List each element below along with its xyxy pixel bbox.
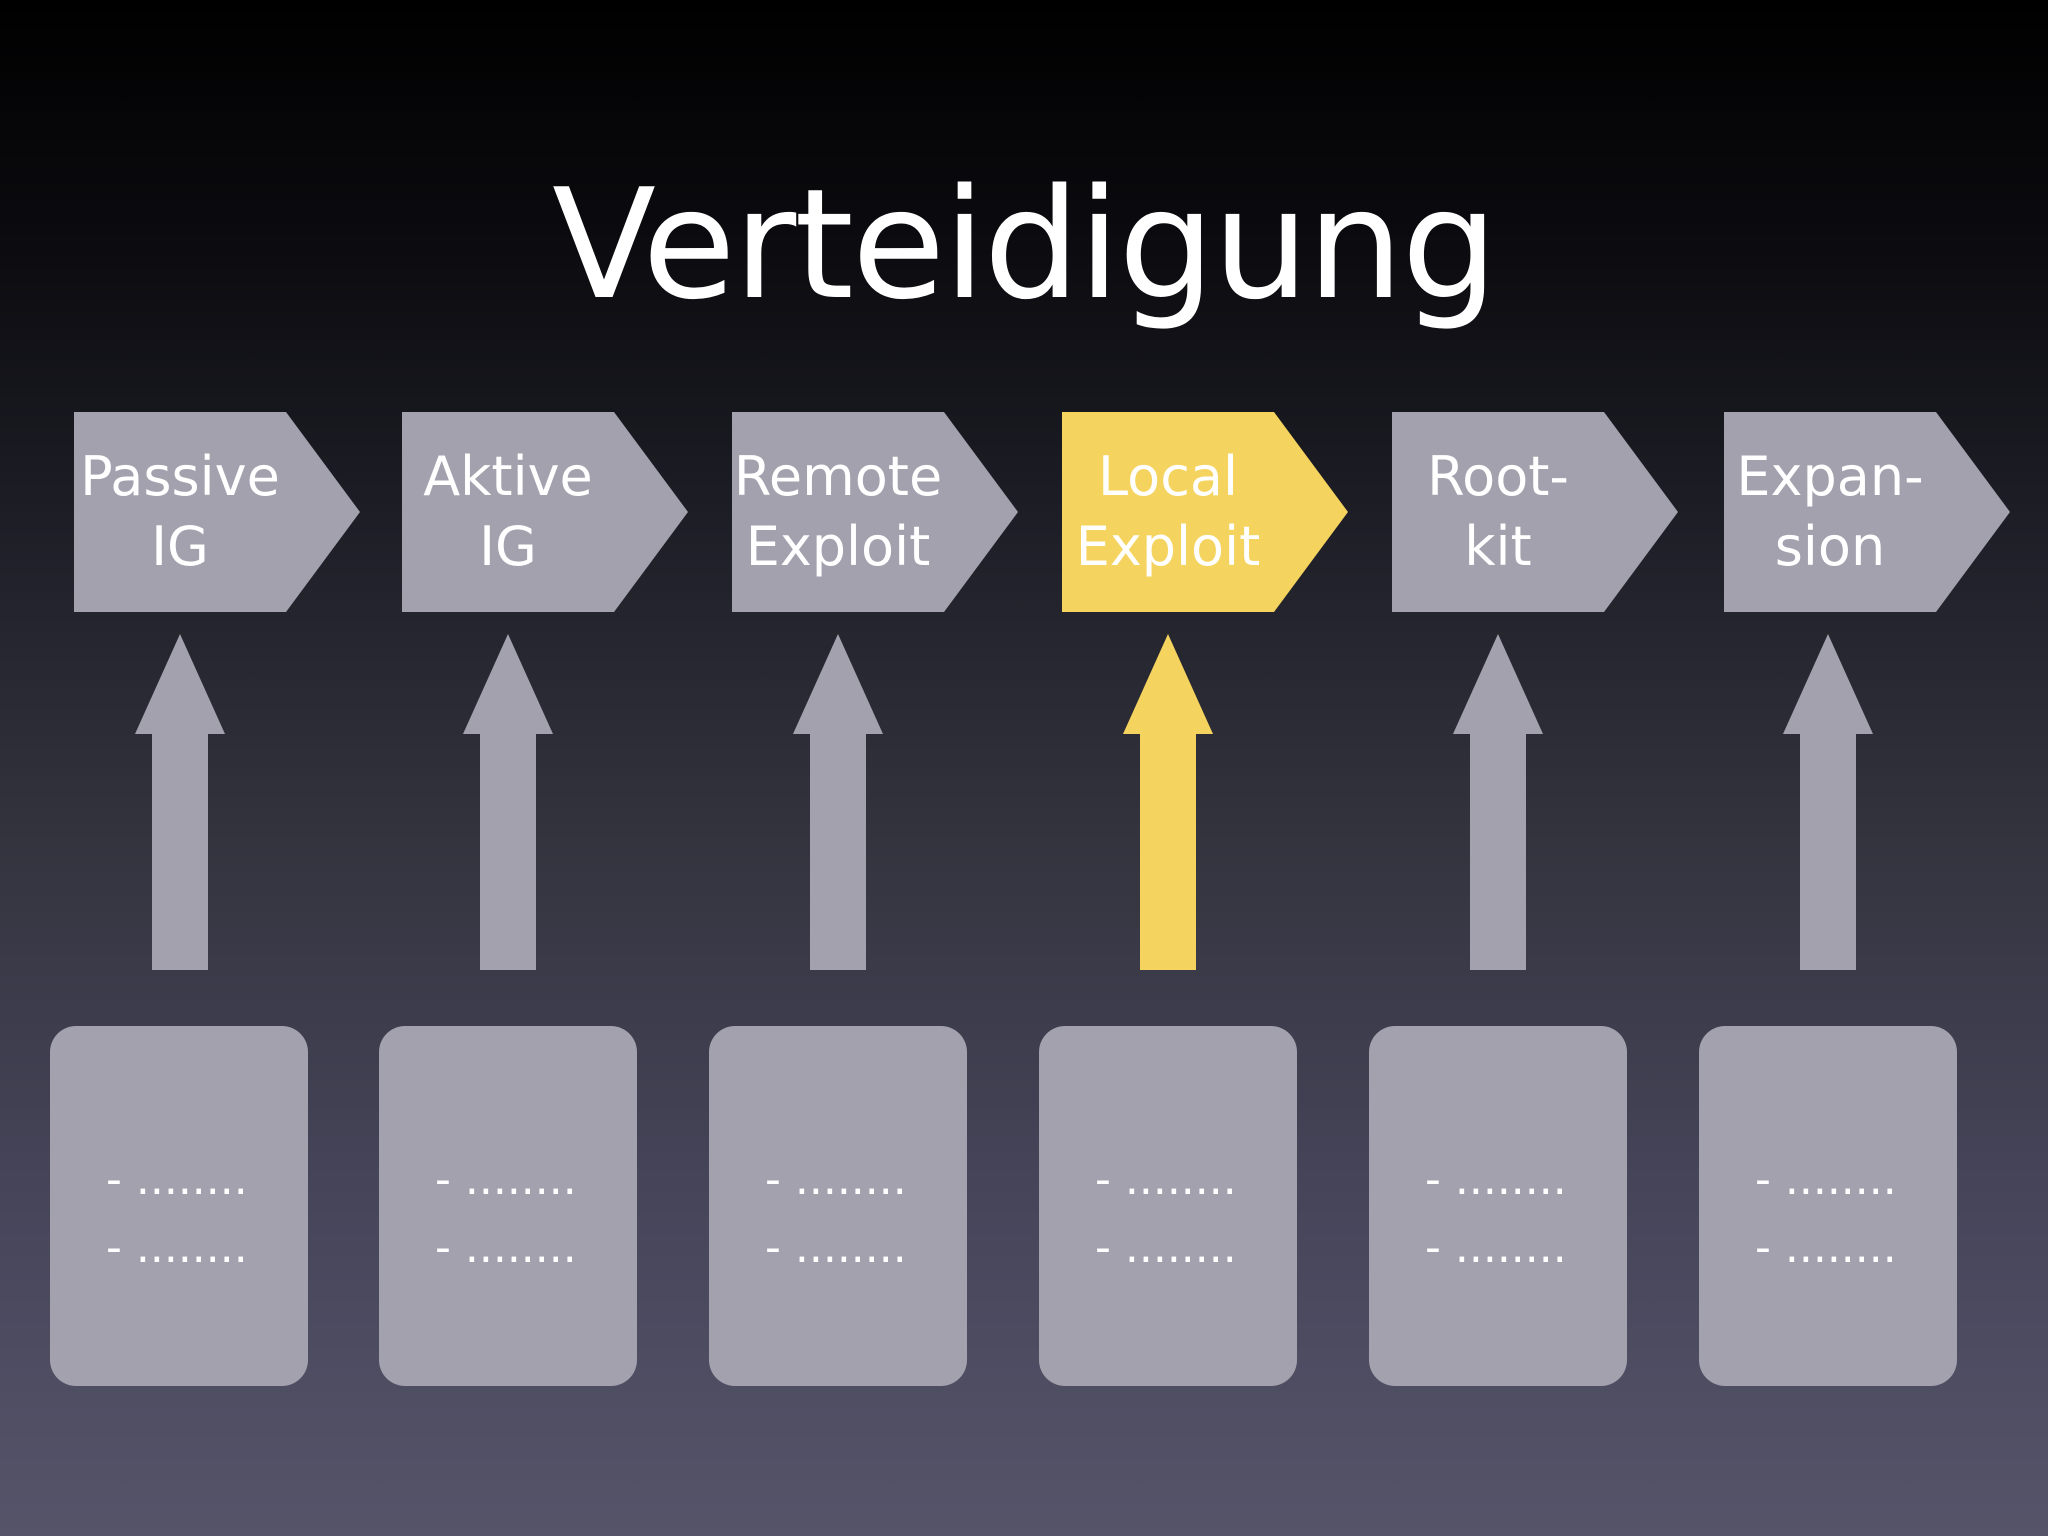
stage-label-line2: Exploit [1075,515,1261,578]
up-arrow-icon [1783,634,1873,970]
stage-label-line2: Exploit [745,515,931,578]
stage-label-line1: Aktive [423,445,593,508]
stage-label: Remote Exploit [732,442,944,582]
stage-label-line2: IG [151,515,209,578]
stage-label-line1: Root- [1427,445,1569,508]
stage-label-line1: Local [1098,445,1238,508]
stage-chevron-shape [74,412,360,612]
card-bullet: - ........ [1095,1154,1237,1205]
stage-label: Expan- sion [1724,442,1936,582]
card-bullet: - ........ [1425,1154,1567,1205]
stage-label: Local Exploit [1062,442,1274,582]
card-bullet: - ........ [435,1154,577,1205]
stage-remote-exploit: Remote Exploit [732,412,1020,612]
stage-passive-ig: Passive IG [74,412,362,612]
card-bullet: - ........ [1095,1222,1237,1273]
defense-card-expansion: - ........ - ........ [1699,1026,1957,1386]
stage-chevron-shape [1062,412,1348,612]
card-bullets: - ........ - ........ [1095,1146,1237,1282]
stage-aktive-ig: Aktive IG [402,412,690,612]
card-bullet: - ........ [765,1222,907,1273]
card-bullets: - ........ - ........ [765,1146,907,1282]
up-arrow-icon [793,634,883,970]
stage-chevron-shape [1392,412,1678,612]
card-bullets: - ........ - ........ [106,1146,248,1282]
stage-label: Aktive IG [402,442,614,582]
card-bullet: - ........ [1755,1222,1897,1273]
up-arrow-icon [1453,634,1543,970]
stage-label-line1: Remote [733,445,943,508]
card-bullet: - ........ [106,1154,248,1205]
stage-label-line1: Passive [80,445,280,508]
stage-local-exploit: Local Exploit [1062,412,1350,612]
card-bullet: - ........ [765,1154,907,1205]
up-arrow-icon [463,634,553,970]
stage-label-line2: sion [1774,515,1886,578]
stage-label: Passive IG [74,442,286,582]
defense-card-rootkit: - ........ - ........ [1369,1026,1627,1386]
card-bullet: - ........ [1425,1222,1567,1273]
up-arrow-icon [1123,634,1213,970]
defense-card-remote-exploit: - ........ - ........ [709,1026,967,1386]
stage-label: Root- kit [1392,442,1604,582]
up-arrow-icon [135,634,225,970]
stage-label-line1: Expan- [1736,445,1924,508]
stage-chevron-shape [402,412,688,612]
card-bullets: - ........ - ........ [435,1146,577,1282]
stage-label-line2: kit [1464,515,1532,578]
stage-expansion: Expan- sion [1724,412,2012,612]
defense-card-local-exploit: - ........ - ........ [1039,1026,1297,1386]
card-bullet: - ........ [106,1222,248,1273]
stage-label-line2: IG [479,515,537,578]
stage-rootkit: Root- kit [1392,412,1680,612]
defense-card-passive-ig: - ........ - ........ [50,1026,308,1386]
defense-card-aktive-ig: - ........ - ........ [379,1026,637,1386]
card-bullets: - ........ - ........ [1755,1146,1897,1282]
card-bullet: - ........ [435,1222,577,1273]
card-bullets: - ........ - ........ [1425,1146,1567,1282]
slide-title: Verteidigung [552,156,1498,333]
stage-chevron-shape [732,412,1018,612]
stage-chevron-shape [1724,412,2010,612]
card-bullet: - ........ [1755,1154,1897,1205]
